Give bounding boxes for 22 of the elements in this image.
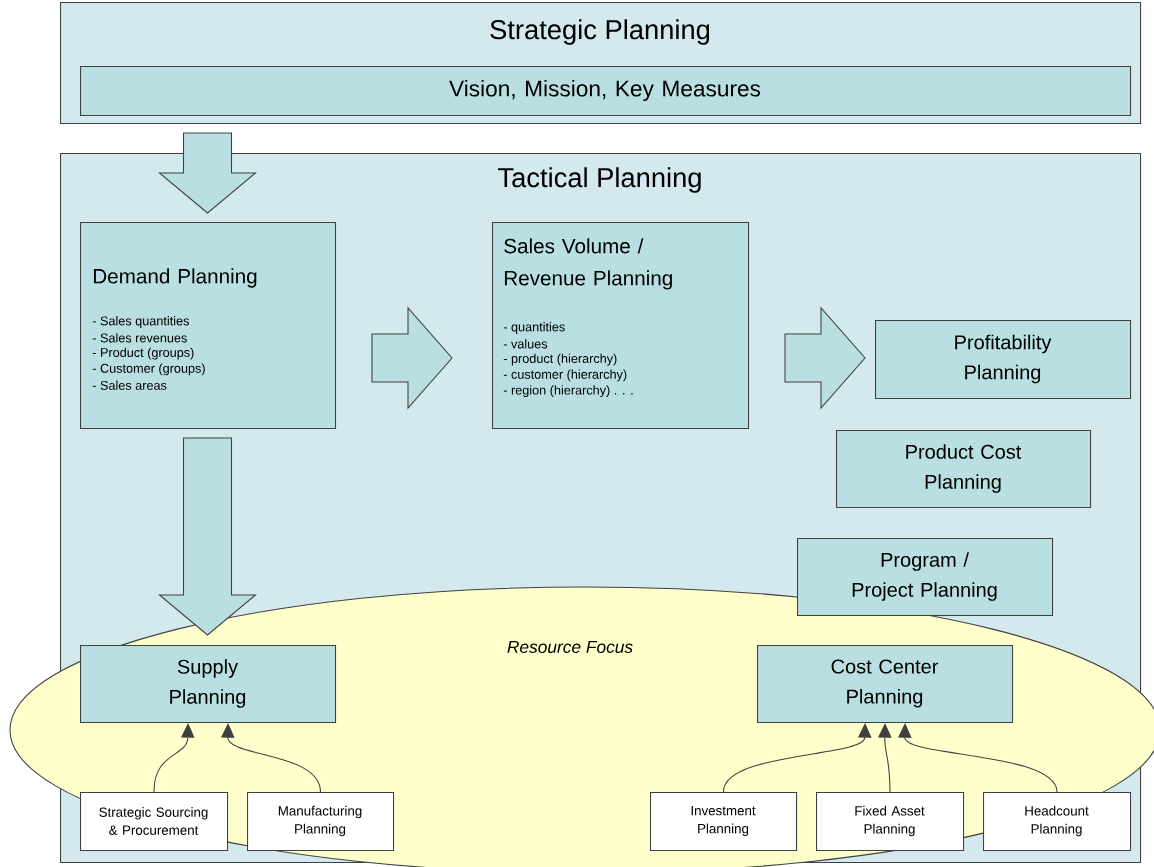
process-box: Product Cost Planning — [836, 430, 1092, 509]
arrow — [153, 723, 195, 793]
block-arrow — [784, 306, 866, 410]
sub-process-box: Investment Planning — [650, 792, 798, 852]
arrow — [723, 723, 872, 793]
arrow — [898, 723, 1058, 793]
process-box: Program / Project Planning — [797, 538, 1054, 617]
process-box: Supply Planning — [80, 645, 337, 724]
banner-box: Vision, Mission, Key Measures — [80, 66, 1132, 117]
process-box: Cost Center Planning — [757, 645, 1014, 724]
block-arrow — [371, 306, 453, 410]
arrow — [878, 723, 892, 793]
sub-process-box: Manufacturing Planning — [247, 792, 395, 852]
sub-process-box: Fixed Asset Planning — [816, 792, 965, 852]
block-arrow — [158, 132, 257, 214]
process-box: Demand Planning - Sales quantities - Sales revenues - Product (groups) - Customer (groups) - Sales areas — [80, 222, 337, 430]
process-box: Profitability Planning — [875, 320, 1132, 400]
sub-process-box: Headcount Planning — [983, 792, 1132, 852]
process-box: Sales Volume / Revenue Planning - quantities - values - product (hierarchy) - customer (hierarchy) - region (hierarchy) . . . — [492, 222, 750, 430]
block-arrow — [158, 437, 257, 636]
arrow — [221, 723, 322, 793]
sub-process-box: Strategic Sourcing & Procurement — [80, 792, 229, 852]
